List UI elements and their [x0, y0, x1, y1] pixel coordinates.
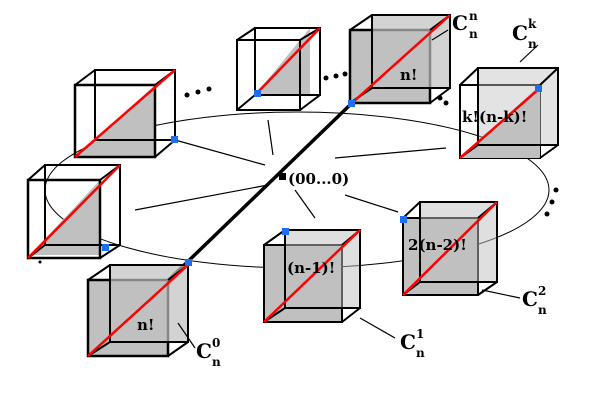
radial-spokes — [134, 119, 447, 219]
svg-text:n: n — [538, 303, 547, 317]
label-leaders — [177, 29, 539, 349]
cube-ck-label: k!(n-k)! — [462, 108, 527, 126]
cube-top-middle — [236, 27, 321, 111]
cube-c1-label: (n-1)! — [287, 259, 335, 277]
cube-cn-label: n! — [400, 66, 418, 84]
c-label-k: C k n — [512, 17, 537, 51]
cube-c2: 2(n-2)! — [400, 201, 498, 296]
svg-text:k: k — [528, 17, 537, 31]
cube-left-top — [73, 69, 178, 159]
c-label-n: C n n — [452, 9, 478, 41]
svg-text:C: C — [452, 11, 468, 35]
svg-text:n: n — [416, 346, 425, 360]
svg-text:C: C — [196, 339, 212, 363]
svg-text:n: n — [528, 37, 537, 51]
cube-c1: (n-1)! — [263, 228, 361, 323]
svg-text:n: n — [212, 355, 221, 369]
cube-cn: n! — [348, 14, 451, 107]
c-label-0: C 0 n — [196, 336, 221, 369]
cube-c0-label: n! — [137, 316, 155, 334]
svg-text:C: C — [522, 287, 538, 311]
svg-text:n: n — [469, 9, 478, 23]
cube-c0: n! — [86, 259, 192, 358]
svg-text:1: 1 — [416, 327, 424, 341]
c-label-1: C 1 n — [400, 327, 425, 360]
origin-label: (00...0) — [288, 170, 349, 188]
c-label-2: C 2 n — [522, 284, 547, 317]
cube-left-middle — [26, 164, 121, 260]
origin-point — [279, 173, 286, 180]
svg-text:n: n — [469, 27, 478, 41]
ellipsis-dots — [38, 71, 559, 264]
svg-text:C: C — [512, 21, 528, 45]
svg-text:0: 0 — [212, 336, 220, 350]
cube-ck: k!(n-k)! — [459, 67, 559, 159]
svg-text:2: 2 — [538, 284, 546, 298]
cube-c2-label: 2(n-2)! — [408, 236, 467, 254]
svg-text:C: C — [400, 330, 416, 354]
